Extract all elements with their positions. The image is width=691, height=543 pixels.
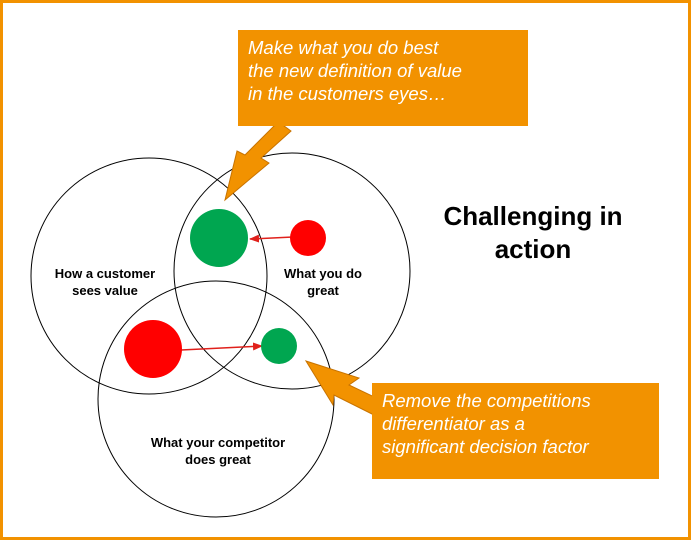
callout-bottom-line-3: significant decision factor: [382, 436, 589, 457]
label-customer-line-1: How a customer: [54, 266, 156, 281]
circle-competitor-does-great: [97, 280, 335, 518]
label-competitor-line-1: What your competitor: [150, 435, 286, 450]
venn-diagram: [30, 106, 411, 518]
callout-top: Make what you do best the new definition…: [238, 30, 528, 126]
red-dot-bottom: [124, 320, 182, 378]
callout-bottom-line-1: Remove the competitions: [382, 390, 591, 411]
label-competitor-line-2: does great: [185, 452, 251, 467]
label-competitor-does-great: What your competitor does great: [128, 434, 308, 468]
label-you-line-2: great: [307, 283, 339, 298]
label-customer-value: How a customer sees value: [35, 265, 175, 299]
label-what-you-do-great: What you do great: [273, 265, 373, 299]
label-you-line-1: What you do: [284, 266, 362, 281]
green-dot-bottom: [261, 328, 297, 364]
title-line-2: action: [494, 234, 572, 264]
title: Challenging in action: [423, 200, 643, 266]
label-customer-line-2: sees value: [72, 283, 138, 298]
title-line-1: Challenging in: [443, 201, 623, 231]
red-dot-top: [290, 220, 326, 256]
arrow-red-to-green-top: [249, 234, 294, 243]
callout-top-line-1: Make what you do best: [248, 37, 439, 58]
arrow-red-to-green-bottom: [180, 342, 263, 351]
green-dot-top: [190, 209, 248, 267]
circle-what-you-do-great: [173, 152, 411, 390]
callout-bottom-line-2: differentiator as a: [382, 413, 525, 434]
callout-arrow-top: [224, 106, 292, 202]
callout-top-line-2: the new definition of value: [248, 60, 462, 81]
callout-bottom: Remove the competitions differentiator a…: [372, 383, 659, 479]
circle-customer-value: [30, 157, 268, 395]
callout-top-line-3: in the customers eyes…: [248, 83, 447, 104]
